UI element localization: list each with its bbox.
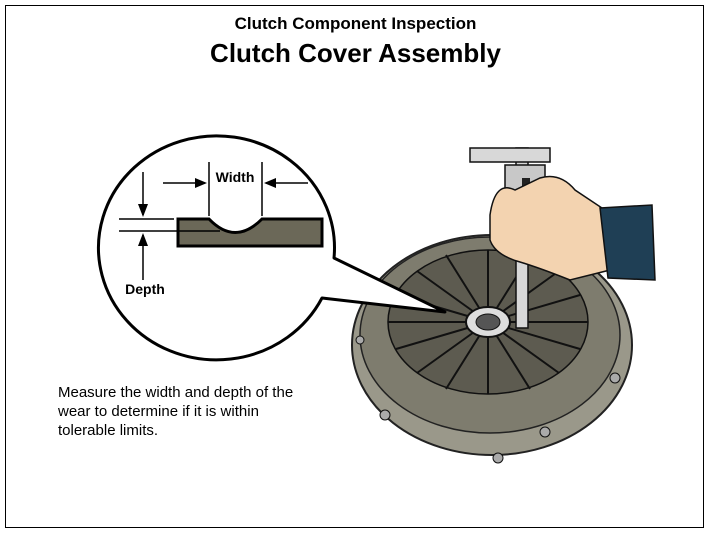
callout-bubble (97, 134, 447, 362)
width-label: Width (216, 169, 255, 185)
dimension-lines (119, 162, 308, 280)
slide-title: Clutch Cover Assembly (210, 38, 501, 68)
depth-label: Depth (125, 281, 165, 297)
hand-illustration (489, 175, 656, 281)
worn-part-section (176, 217, 324, 248)
clutch-cover-illustration (351, 234, 633, 464)
instruction-text: Measure the width and depth of the wear … (58, 384, 294, 439)
dimension-arrowheads (138, 178, 276, 246)
slide-frame (5, 5, 704, 528)
slide-subtitle: Clutch Component Inspection (234, 14, 477, 33)
